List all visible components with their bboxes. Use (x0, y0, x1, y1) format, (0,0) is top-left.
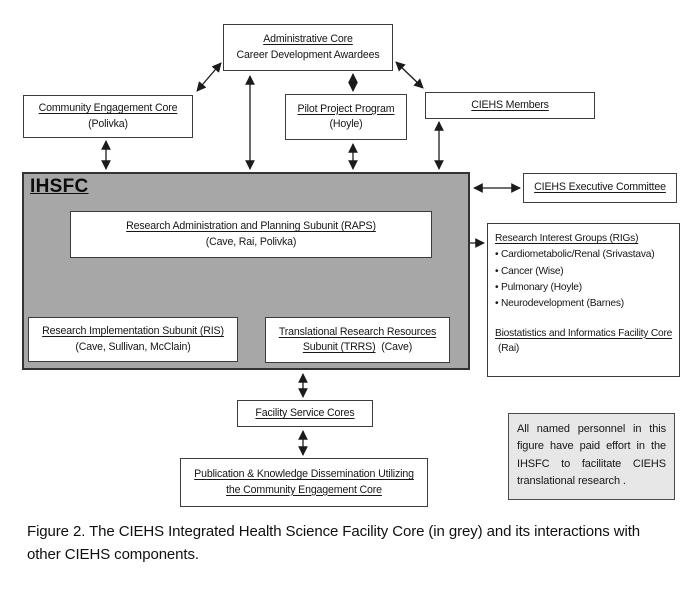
administrative-core-subtitle: Career Development Awardees (236, 48, 380, 61)
community-engagement-core-title: Community Engagement Core (38, 102, 178, 115)
biostatistics-facility-core-label: Biostatistics and Informatics Facility C… (495, 326, 674, 358)
trrs-title-line2: Subunit (TRRS) (Cave) (302, 340, 413, 355)
pilot-project-program-title: Pilot Project Program (297, 102, 395, 115)
trrs-lead: (Cave) (381, 341, 413, 353)
rigs-title: Research Interest Groups (RIGs) (495, 233, 639, 244)
facility-service-cores-title: Facility Service Cores (255, 406, 355, 419)
ris-leads: (Cave, Sullivan, McClain) (75, 340, 191, 353)
rigs-item-pulmonary: • Pulmonary (Hoyle) (495, 281, 582, 293)
rigs-item-cardiometabolic: • Cardiometabolic/Renal (Srivastava) (495, 249, 655, 261)
administrative-core-title: Administrative Core (263, 33, 353, 46)
trrs-title-line1: Translational Research Resources (278, 325, 437, 338)
ris-title: Research Implementation Subunit (RIS) (42, 325, 224, 338)
pilot-project-program-box: Pilot Project Program (Hoyle) (285, 94, 407, 140)
facility-service-cores-box: Facility Service Cores (237, 400, 373, 427)
publication-dissemination-box: Publication & Knowledge Dissemination Ut… (180, 458, 428, 507)
biostatistics-facility-core-title: Biostatistics and Informatics Facility C… (495, 327, 673, 339)
personnel-note-box: All named personnel in this figure have … (508, 413, 675, 500)
pilot-project-program-lead: (Hoyle) (329, 118, 363, 130)
administrative-core-box: Administrative Core Career Development A… (223, 24, 393, 71)
ciehs-executive-committee-title: CIEHS Executive Committee (534, 181, 666, 194)
trrs-box: Translational Research Resources Subunit… (265, 317, 450, 363)
rigs-item-cancer: • Cancer (Wise) (495, 265, 564, 277)
ris-box: Research Implementation Subunit (RIS) (C… (28, 317, 238, 362)
rigs-item-neurodevelopment: • Neurodevelopment (Barnes) (495, 298, 624, 310)
research-interest-groups-box: Research Interest Groups (RIGs) • Cardio… (487, 223, 680, 377)
raps-title: Research Administration and Planning Sub… (126, 220, 376, 233)
personnel-note-text: All named personnel in this figure have … (517, 423, 666, 488)
community-engagement-core-lead: (Polivka) (88, 117, 128, 130)
publication-line2: the Community Engagement Core (226, 483, 382, 496)
community-engagement-core-box: Community Engagement Core (Polivka) (23, 95, 193, 138)
raps-box: Research Administration and Planning Sub… (70, 211, 432, 258)
raps-leads: (Cave, Rai, Polivka) (205, 235, 297, 248)
trrs-title-line2-underlined: Subunit (TRRS) (302, 341, 376, 353)
arrow-admin-members (395, 61, 424, 89)
figure-caption: Figure 2. The CIEHS Integrated Health Sc… (27, 523, 641, 564)
ciehs-members-box: CIEHS Members (425, 92, 595, 119)
ihsfc-label: IHSFC (30, 176, 89, 197)
ciehs-members-title: CIEHS Members (471, 98, 549, 111)
arrow-community-admin (196, 62, 222, 92)
ciehs-executive-committee-box: CIEHS Executive Committee (523, 173, 677, 203)
publication-line1: Publication & Knowledge Dissemination Ut… (194, 468, 414, 481)
biostatistics-facility-core-lead: (Rai) (498, 343, 520, 355)
